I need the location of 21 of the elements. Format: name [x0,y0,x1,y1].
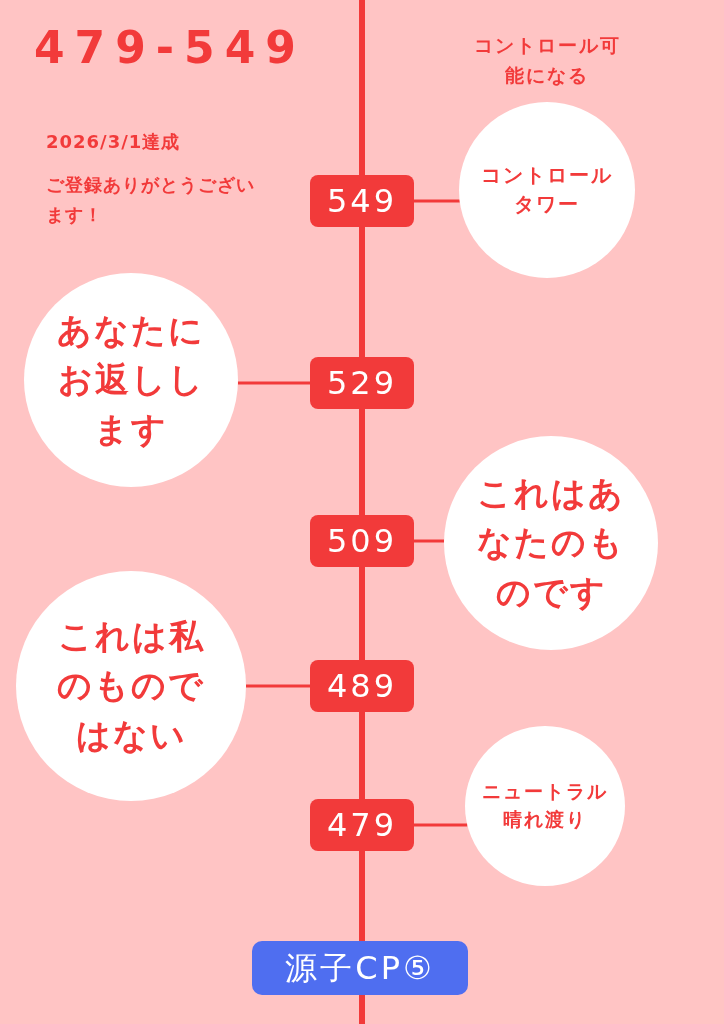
connector-line [414,199,460,203]
value-badge: 509 [310,515,414,567]
connector-line [237,381,310,385]
thanks-text: ご登録ありがとうございます！ [46,173,256,227]
connector-line [414,539,444,543]
value-badge: 549 [310,175,414,227]
timeline-line [359,409,365,515]
value-badge: 529 [310,357,414,409]
timeline-line [359,0,365,175]
source-badge: 源子CP⑤ [252,941,468,995]
caption-text: コントロール可能になる [472,33,622,88]
timeline-line [359,567,365,660]
connector-line [414,823,468,827]
value-badge: 479 [310,799,414,851]
timeline-line [359,712,365,799]
timeline-line [359,851,365,941]
date-text: 2026/3/1達成 [46,130,182,154]
value-badge: 489 [310,660,414,712]
title: 479-549 [34,26,306,70]
connector-line [246,684,310,688]
timeline-line [359,995,365,1024]
